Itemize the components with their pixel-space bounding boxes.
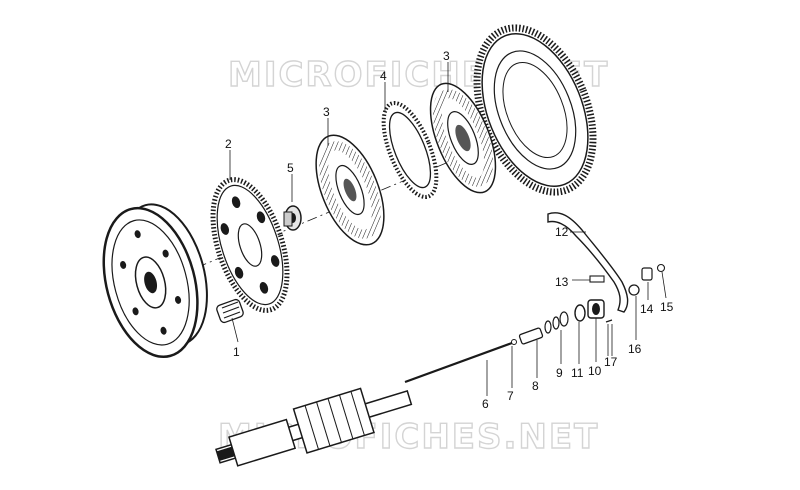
friction-disc-upper xyxy=(429,82,497,194)
callout-8: 8 xyxy=(532,379,539,393)
callout-3-upper: 3 xyxy=(443,49,450,63)
callout-11: 11 xyxy=(571,366,584,380)
main-shaft xyxy=(215,387,413,467)
callout-3-lower: 3 xyxy=(323,105,330,119)
callout-16: 16 xyxy=(628,342,642,356)
callout-9: 9 xyxy=(556,366,563,380)
pressure-plate xyxy=(210,177,290,313)
steel-plate xyxy=(381,101,439,199)
leader-lines xyxy=(229,62,667,396)
push-rod xyxy=(404,341,513,384)
callout-7: 7 xyxy=(507,389,514,403)
callout-4: 4 xyxy=(380,69,387,83)
callout-12: 12 xyxy=(555,225,569,239)
callout-6: 6 xyxy=(482,397,489,411)
callout-17: 17 xyxy=(604,355,618,369)
callout-15: 15 xyxy=(660,300,674,314)
callout-14: 14 xyxy=(640,302,654,316)
clutch-lever xyxy=(547,212,666,313)
clutch-housing xyxy=(102,203,208,358)
callout-1: 1 xyxy=(233,345,240,359)
friction-disc-lower xyxy=(315,134,385,246)
clutch-spring xyxy=(216,298,244,324)
callout-10: 10 xyxy=(588,364,602,378)
callout-5: 5 xyxy=(287,161,294,175)
rod-small-parts xyxy=(511,299,613,345)
flywheel-ring-gear xyxy=(473,24,597,196)
callout-2: 2 xyxy=(225,137,232,151)
clutch-hub xyxy=(283,205,302,231)
callout-13: 13 xyxy=(555,275,569,289)
